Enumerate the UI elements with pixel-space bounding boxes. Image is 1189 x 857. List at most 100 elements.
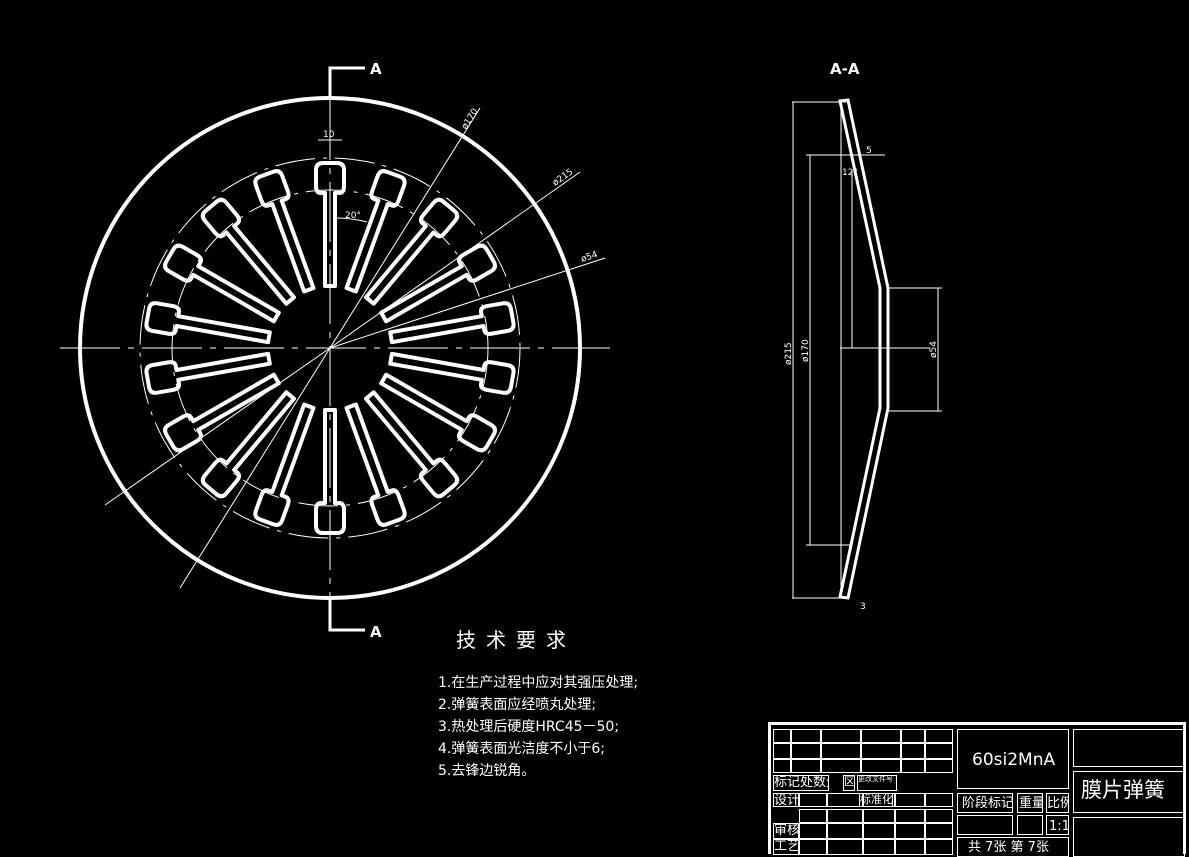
grid-cell: [773, 729, 791, 743]
grid-cell: [821, 729, 861, 743]
finger-slot: [200, 390, 296, 499]
stage-cells: [957, 815, 1013, 835]
section-dim-d170: ø170: [801, 339, 811, 362]
weight-value: [1017, 815, 1043, 835]
tech-requirements-list: 1.在生产过程中应对其强压处理; 2.弹簧表面应经喷丸处理; 3.热处理后硬度H…: [438, 672, 638, 782]
dim-leader-170: [329, 107, 481, 349]
grid-cell: [925, 809, 953, 823]
grid-cell: [791, 759, 821, 773]
review-label: 审核: [773, 823, 799, 839]
finger-slot: [379, 243, 497, 324]
note-item: 2.弹簧表面应经喷丸处理;: [438, 697, 597, 713]
grid-cell: [799, 809, 827, 823]
stage-mark-label: 阶段标记: [957, 793, 1013, 813]
grid-cell: [799, 793, 827, 807]
grid-cell: [901, 759, 925, 773]
section-dim-d215: ø215: [784, 342, 794, 365]
finger-slot: [388, 351, 516, 395]
section-arrow-top: [328, 66, 365, 100]
grid-cell: [925, 743, 953, 759]
grid-cell: [863, 839, 895, 855]
design-label: 设计: [773, 793, 799, 807]
grid-cell: [895, 809, 925, 823]
company-field: [1073, 817, 1185, 857]
finger-slot: [163, 243, 281, 324]
section-label-top: A: [370, 60, 382, 78]
dim-leader-215: [329, 171, 581, 349]
note-item: 3.热处理后硬度HRC45－50;: [438, 719, 620, 735]
scale-value: 1:1: [1046, 815, 1069, 835]
finger-slot: [144, 301, 272, 345]
zone-label: 区: [843, 775, 855, 791]
standard-label: 标准化: [859, 793, 893, 807]
grid-cell: [895, 793, 925, 807]
grid-cell: [895, 839, 925, 855]
note-item: 5.去锋边锐角。: [438, 763, 536, 779]
finger-slot: [314, 161, 346, 288]
finger-slot: [144, 351, 272, 395]
grid-cell: [791, 743, 821, 759]
grid-cell: [827, 809, 863, 823]
grid-cell: [827, 793, 863, 807]
section-dim-angle-12: 12°: [842, 168, 858, 178]
process-label: 工艺: [773, 839, 799, 855]
weight-label: 重量: [1017, 793, 1043, 813]
section-profile: [838, 98, 890, 600]
grid-cell: [925, 793, 953, 807]
change-doc-label: 更改文件号: [857, 775, 897, 791]
grid-cell: [895, 823, 925, 839]
grid-cell: [901, 729, 925, 743]
dim-leader-215-b: [104, 347, 331, 506]
grid-cell: [863, 809, 895, 823]
note-item: 4.弹簧表面光洁度不小于6;: [438, 741, 605, 757]
grid-cell: [901, 743, 925, 759]
scale-label: 比例: [1046, 793, 1069, 813]
dim-d54: ø54: [580, 250, 599, 265]
grid-cell: [799, 823, 827, 839]
mark-row-label: 标记处数分: [773, 775, 829, 791]
grid-cell: [861, 759, 901, 773]
grid-cell: [827, 839, 863, 855]
finger-slot: [364, 390, 460, 499]
sheet-count: 共 7张 第 7张: [957, 837, 1069, 857]
drawing-number-field: [1073, 729, 1185, 767]
title-block: 标记处数分 区 更改文件号 设计 标准化 审核 工艺 60si2MnA 阶段标记…: [768, 722, 1186, 857]
dim-leader-54: [329, 257, 606, 349]
dim-d215: ø215: [551, 167, 575, 188]
grid-cell: [925, 729, 953, 743]
section-dim-thickness-5: 5: [866, 146, 872, 156]
finger-group: [144, 161, 516, 535]
grid-cell: [863, 823, 895, 839]
grid-cell: [925, 823, 953, 839]
finger-slot: [253, 402, 316, 527]
grid-cell: [799, 839, 827, 855]
grid-cell: [861, 729, 901, 743]
angle-arc: [335, 217, 368, 223]
grid-cell: [773, 759, 791, 773]
dim-d170: ø170: [460, 107, 481, 132]
finger-slot: [388, 301, 516, 345]
part-name-field: 膜片弹簧: [1073, 771, 1185, 813]
finger-slot: [344, 169, 407, 294]
section-dim-d54: ø54: [929, 341, 939, 358]
front-view: [60, 66, 610, 632]
dim-slot-width: 10: [323, 130, 335, 140]
section-view: [792, 98, 942, 600]
section-arrow-bottom: [328, 600, 365, 632]
grid-cell: [821, 759, 861, 773]
grid-cell: [791, 729, 821, 743]
finger-slot: [200, 197, 296, 306]
grid-cell: [925, 839, 953, 855]
grid-cell: [773, 743, 791, 759]
section-label-bottom: A: [370, 623, 382, 641]
note-item: 1.在生产过程中应对其强压处理;: [438, 675, 639, 691]
finger-slot: [379, 372, 497, 453]
grid-cell: [821, 743, 861, 759]
finger-slot: [253, 169, 316, 294]
dim-angle: 20°: [345, 211, 361, 221]
material-field: 60si2MnA: [957, 729, 1069, 789]
grid-cell: [861, 743, 901, 759]
section-view-title: A-A: [830, 60, 860, 78]
tech-requirements-title: 技术要求: [456, 628, 576, 652]
